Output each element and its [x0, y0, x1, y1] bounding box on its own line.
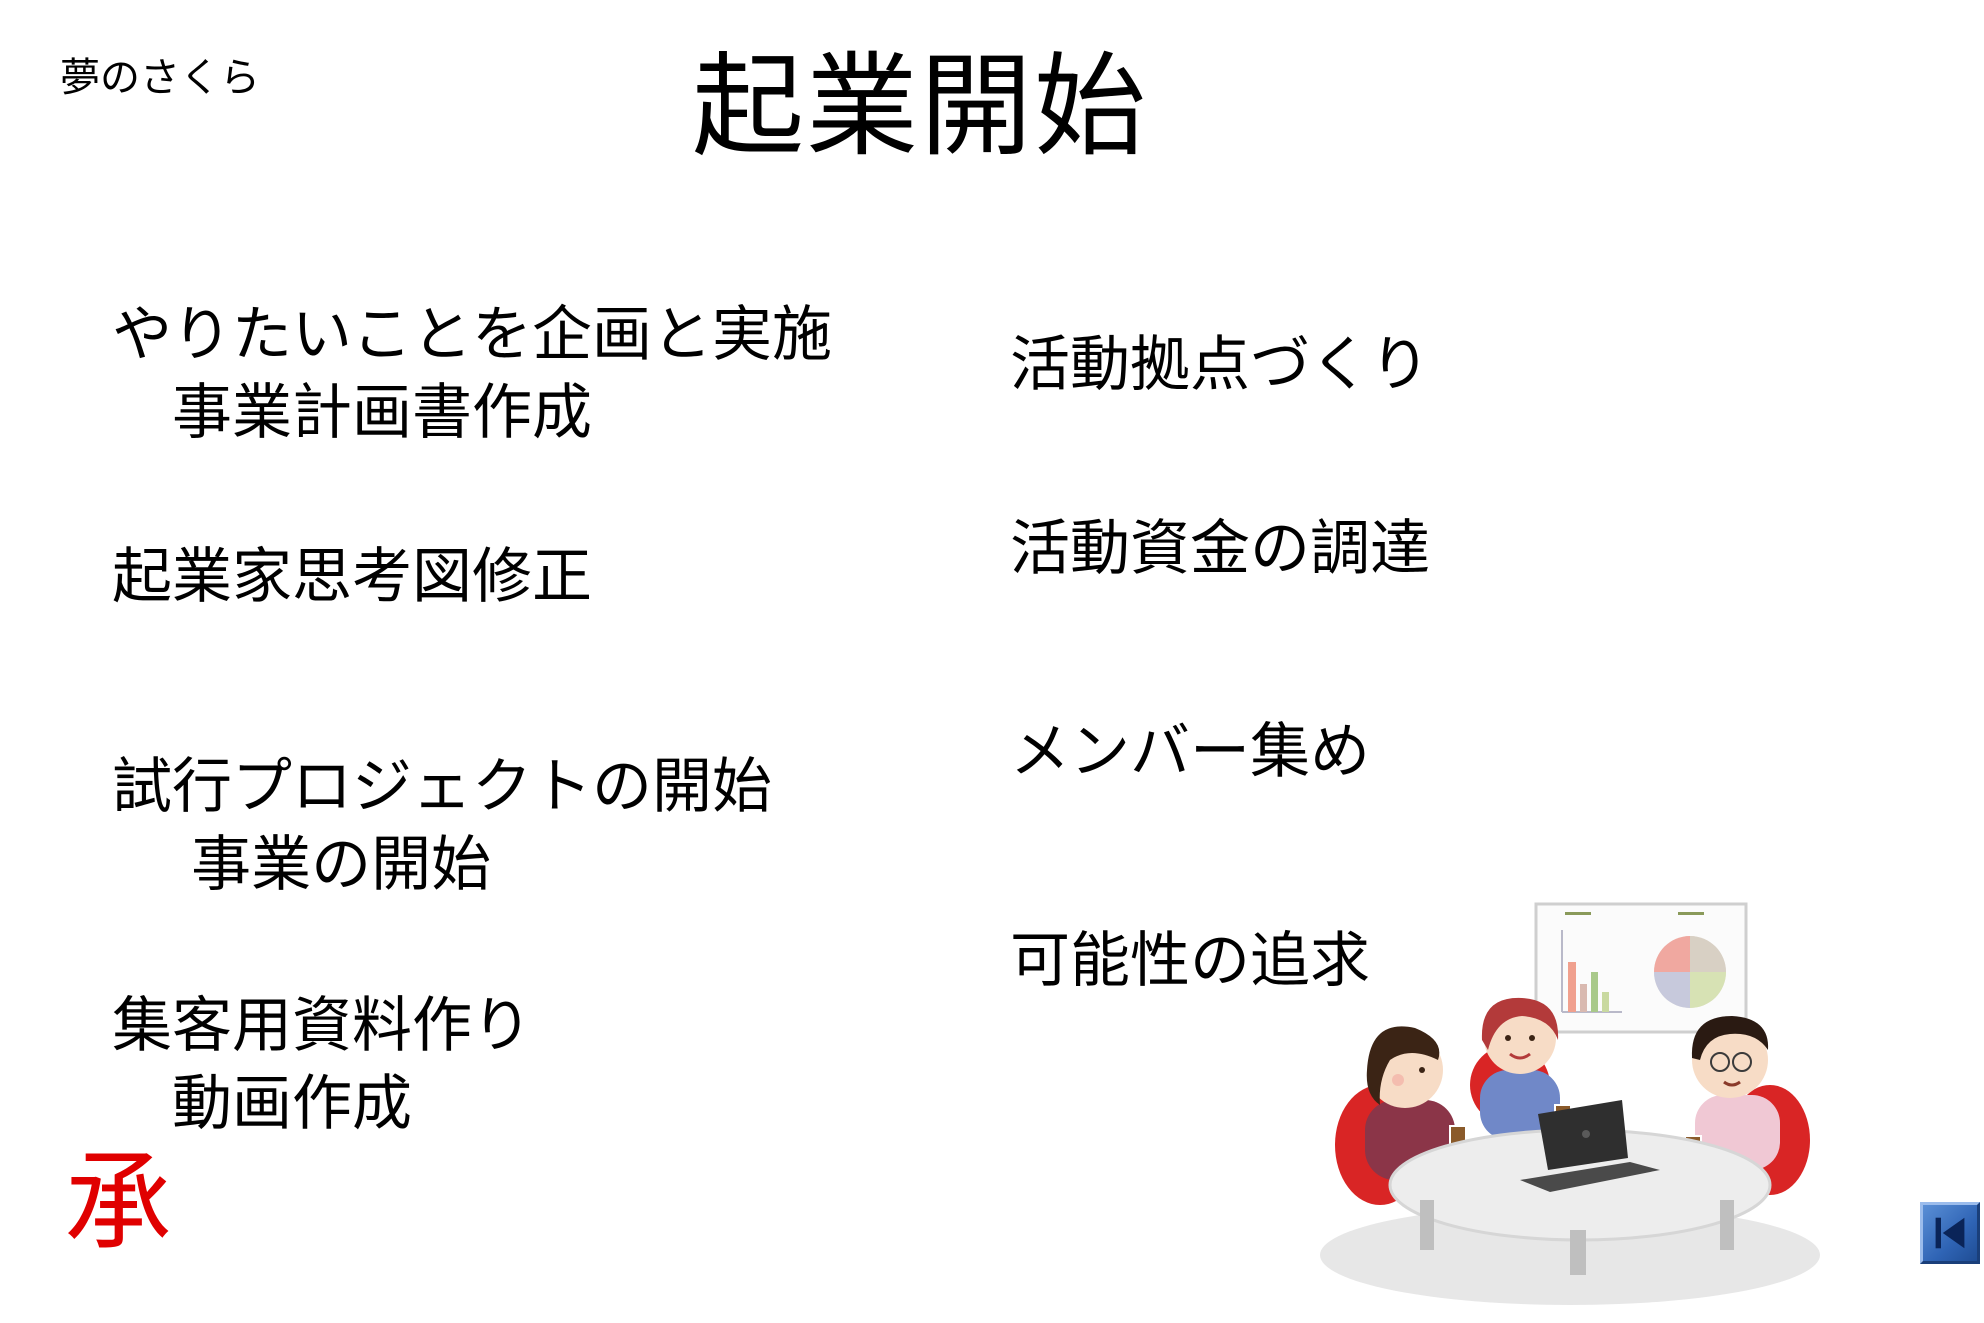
- left-item-3: 試行プロジェクトの開始 事業の開始: [112, 748, 772, 904]
- right-item-2-line1: 活動資金の調達: [1010, 514, 1430, 584]
- right-item-3: メンバー集め: [1010, 713, 1370, 791]
- right-item-3-line1: メンバー集め: [1010, 717, 1370, 787]
- right-item-1: 活動拠点づくり: [1010, 326, 1430, 404]
- back-to-start-icon: [1935, 1217, 1965, 1249]
- right-item-2: 活動資金の調達: [1010, 510, 1430, 588]
- right-item-4-line1: 可能性の追求: [1010, 926, 1370, 996]
- left-item-4-line2: 動画作成: [112, 1069, 412, 1139]
- left-item-1: やりたいことを企画と実施 事業計画書作成: [112, 296, 832, 452]
- page-title: 起業開始: [692, 42, 1148, 172]
- left-item-4-line1: 集客用資料作り: [112, 991, 532, 1061]
- left-item-4: 集客用資料作り 動画作成: [112, 987, 532, 1143]
- left-item-3-line1: 試行プロジェクトの開始: [112, 752, 772, 822]
- left-item-2: 起業家思考図修正: [112, 538, 592, 616]
- back-to-start-button[interactable]: [1920, 1202, 1980, 1264]
- left-item-1-line2: 事業計画書作成: [112, 378, 592, 448]
- brand-label: 夢のさくら: [60, 55, 260, 101]
- left-item-1-line1: やりたいことを企画と実施: [112, 300, 832, 370]
- right-item-4: 可能性の追求: [1010, 922, 1370, 1000]
- stage-mark: 承: [64, 1141, 173, 1266]
- left-item-2-line1: 起業家思考図修正: [112, 542, 592, 612]
- meeting-illustration: [1320, 902, 1820, 1305]
- right-item-1-line1: 活動拠点づくり: [1010, 330, 1430, 400]
- left-item-3-line2: 事業の開始: [112, 830, 492, 900]
- whiteboard: [1534, 902, 1748, 1034]
- laptop: [1520, 1100, 1660, 1192]
